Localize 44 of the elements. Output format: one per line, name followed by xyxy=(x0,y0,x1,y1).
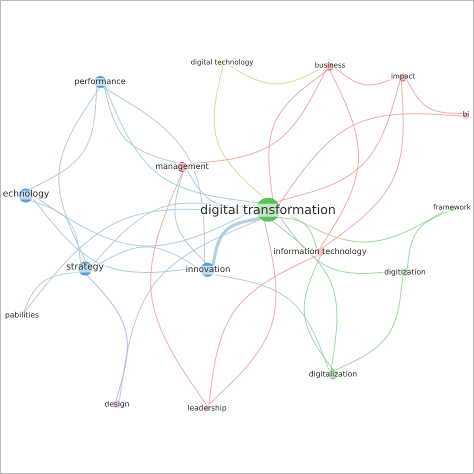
network-link xyxy=(272,220,338,370)
network-link xyxy=(333,66,400,86)
network-link xyxy=(304,255,333,370)
network-link xyxy=(186,68,328,165)
network-link xyxy=(104,86,180,164)
network-link xyxy=(208,254,318,406)
network-link xyxy=(276,217,318,250)
network-link xyxy=(150,171,208,406)
network-link xyxy=(86,274,128,401)
keyword-label: echnology xyxy=(2,190,50,200)
network-link xyxy=(406,210,451,270)
network-link xyxy=(224,62,326,84)
network-link xyxy=(22,272,80,315)
keyword-label: digital transformation xyxy=(199,204,337,216)
network-link xyxy=(268,69,329,200)
network-link xyxy=(58,87,100,262)
network-link xyxy=(276,79,401,202)
network-link xyxy=(278,214,402,274)
keyword-label: management xyxy=(154,163,210,171)
keyword-label: information technology xyxy=(272,248,368,256)
network-link xyxy=(214,65,265,200)
network-link xyxy=(186,168,258,207)
network-link xyxy=(104,85,259,204)
network-link xyxy=(102,86,206,264)
network-link xyxy=(212,274,330,372)
network-link xyxy=(321,80,404,249)
network-link xyxy=(174,171,207,264)
network-link xyxy=(32,194,257,247)
network-link xyxy=(320,70,360,248)
network-link xyxy=(278,113,464,206)
network-link xyxy=(92,246,202,270)
network-link xyxy=(335,274,404,370)
network-link xyxy=(406,78,464,114)
network-link xyxy=(29,86,98,190)
network-link xyxy=(22,208,258,316)
network-link xyxy=(30,200,82,264)
keyword-label: strategy xyxy=(65,264,105,272)
network-link xyxy=(211,216,260,266)
keyword-label: innovation xyxy=(184,266,232,274)
network-link xyxy=(207,220,276,406)
network-link xyxy=(280,208,450,243)
keyword-label: performance xyxy=(73,78,127,86)
network-link xyxy=(32,197,202,273)
network-link xyxy=(118,218,262,402)
